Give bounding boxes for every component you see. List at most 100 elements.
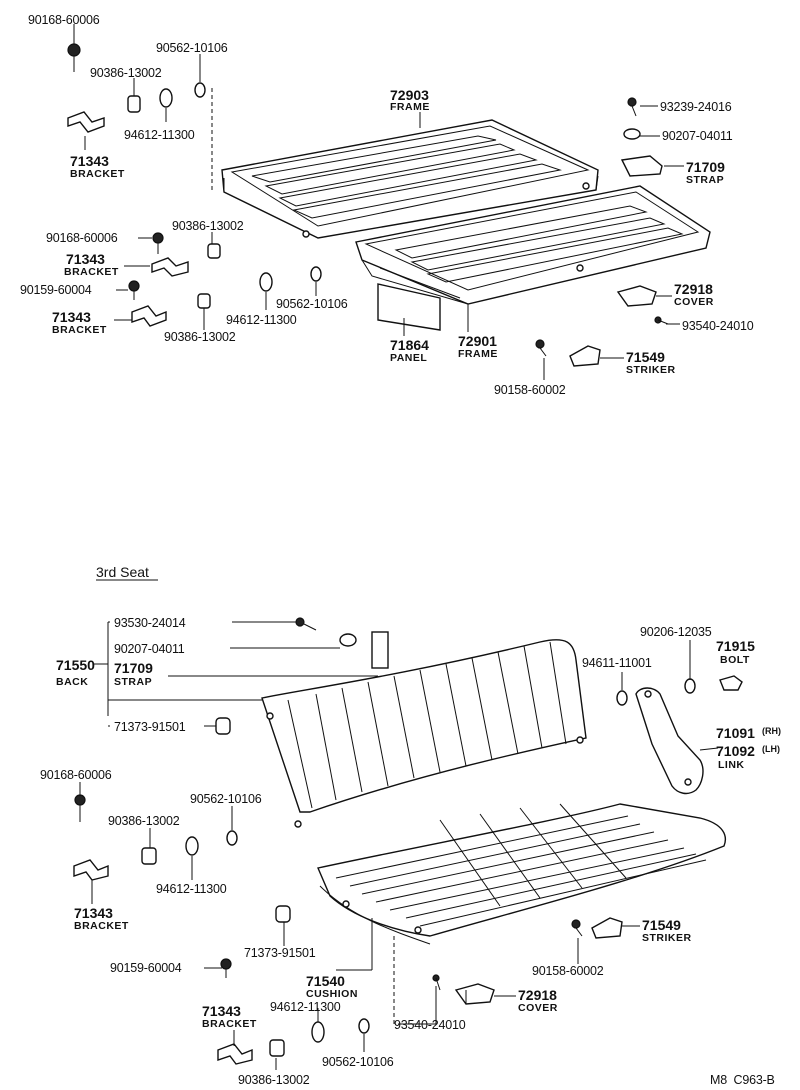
bracket-71343-c-icon [131, 305, 167, 327]
collar-90386-c-icon [197, 293, 211, 309]
label-71915-name: BOLT [720, 654, 750, 666]
nut-90562-icon [194, 82, 206, 98]
bumper-71373-b-icon [275, 905, 291, 923]
label-90206-12035: 90206-12035 [640, 625, 712, 639]
label-71709-b-number: 71709 [114, 660, 153, 676]
label-90159-60004: 90159-60004 [20, 283, 92, 297]
frame-72901-drawing [355, 185, 711, 305]
label-71373-91501-b: 71373-91501 [244, 946, 316, 960]
bracket-71343-e-icon [217, 1043, 253, 1065]
label-71343-b-name: BRACKET [64, 266, 119, 278]
bolt-71915-icon [719, 675, 743, 691]
label-71343-name: BRACKET [70, 168, 125, 180]
strap-71709-icon [620, 155, 663, 177]
label-90562-10106: 90562-10106 [156, 41, 228, 55]
label-71343-d-name: BRACKET [74, 920, 129, 932]
label-71864-name: PANEL [390, 352, 427, 364]
leader-lines-top [73, 24, 684, 380]
seat-cushion-71540-drawing [317, 803, 727, 945]
nut-90562-b-icon [310, 266, 322, 282]
label-71343-d-number: 71343 [74, 905, 113, 921]
bracket-71343-b-icon [151, 257, 189, 277]
label-71092-side: (LH) [762, 744, 780, 754]
label-71550-number: 71550 [56, 657, 95, 673]
label-link-name: LINK [718, 759, 745, 771]
label-71373-91501: 71373-91501 [114, 720, 186, 734]
screw-93239-icon [627, 97, 637, 117]
strap-71709-b-icon [371, 631, 389, 669]
label-72903-name: FRAME [390, 101, 430, 113]
washer-90206-icon [684, 678, 696, 694]
label-90386-13002-b: 90386-13002 [172, 219, 244, 233]
label-90386-13002: 90386-13002 [90, 66, 162, 80]
label-71343-c-number: 71343 [52, 309, 91, 325]
label-71709-number: 71709 [686, 159, 725, 175]
label-71540-number: 71540 [306, 973, 345, 989]
label-94612-11300-c: 94612-11300 [156, 882, 227, 896]
screw-90158-b-icon [571, 919, 583, 937]
washer-94612-b-icon [259, 272, 273, 292]
screw-90159-b-icon [220, 958, 232, 978]
label-90207-04011-b: 90207-04011 [114, 642, 185, 656]
label-71343-c-name: BRACKET [52, 324, 107, 336]
screw-93540-icon [654, 316, 669, 325]
screw-93540-b-icon [432, 974, 441, 991]
label-93540-24010: 93540-24010 [682, 319, 754, 333]
washer-90207-b-icon [339, 633, 357, 647]
link-71091-71092-drawing [635, 687, 704, 795]
label-94611-11001: 94611-11001 [582, 656, 652, 670]
screw-90159-icon [128, 280, 140, 300]
label-71343-e-name: BRACKET [202, 1018, 257, 1030]
bracket-71343-icon [67, 111, 105, 133]
label-72901-number: 72901 [458, 333, 497, 349]
label-90159-60004-b: 90159-60004 [110, 961, 182, 975]
label-71549-name: STRIKER [626, 364, 676, 376]
label-71091-side: (RH) [762, 726, 781, 736]
label-71091-number: 71091 [716, 725, 755, 741]
washer-94612-c-icon [185, 836, 199, 856]
bolt-90168-b-icon [152, 232, 164, 254]
washer-94612-d-icon [311, 1021, 325, 1043]
label-93530-24014: 93530-24014 [114, 616, 186, 630]
label-71864-number: 71864 [390, 337, 429, 353]
label-90168-60006-c: 90168-60006 [40, 768, 112, 782]
collar-90386-icon [127, 95, 141, 113]
label-90158-60002-b: 90158-60002 [532, 964, 604, 978]
label-71343-e-number: 71343 [202, 1003, 241, 1019]
leader-lines-bottom [79, 621, 719, 1070]
label-90168-60006: 90168-60006 [28, 13, 100, 27]
washer-94612-icon [159, 88, 173, 108]
label-71343-b-number: 71343 [66, 251, 105, 267]
label-72918-number: 72918 [674, 281, 713, 297]
label-72901-name: FRAME [458, 348, 498, 360]
seat-back-71550-drawing [261, 639, 587, 828]
panel-71864-drawing [377, 283, 441, 331]
label-72918-b-number: 72918 [518, 987, 557, 1003]
label-94612-11300: 94612-11300 [124, 128, 195, 142]
label-94612-11300-d: 94612-11300 [270, 1000, 341, 1014]
label-90158-60002: 90158-60002 [494, 383, 566, 397]
label-72918-b-name: COVER [518, 1002, 558, 1014]
footer-code: M8 C963-B [710, 1073, 775, 1087]
frame-72903-drawing [221, 119, 599, 239]
label-71709-name: STRAP [686, 174, 724, 186]
label-90562-10106-c: 90562-10106 [190, 792, 262, 806]
label-71709-b-name: STRAP [114, 676, 152, 688]
screw-93530-icon [295, 617, 317, 631]
section-title-3rd-seat: 3rd Seat [96, 564, 149, 580]
label-90562-10106-b: 90562-10106 [276, 297, 348, 311]
bolt-90168-icon [67, 43, 81, 72]
label-71092-number: 71092 [716, 743, 755, 759]
label-90562-10106-d: 90562-10106 [322, 1055, 394, 1069]
label-90207-04011: 90207-04011 [662, 129, 733, 143]
cover-72918-icon [616, 285, 657, 307]
cover-72918-b-icon [454, 983, 495, 1005]
label-94612-11300-b: 94612-11300 [226, 313, 297, 327]
collar-90386-e-icon [269, 1039, 285, 1057]
label-90168-60006-b: 90168-60006 [46, 231, 118, 245]
collar-90386-d-icon [141, 847, 157, 865]
label-90386-13002-c: 90386-13002 [164, 330, 236, 344]
label-71549-b-number: 71549 [642, 917, 681, 933]
